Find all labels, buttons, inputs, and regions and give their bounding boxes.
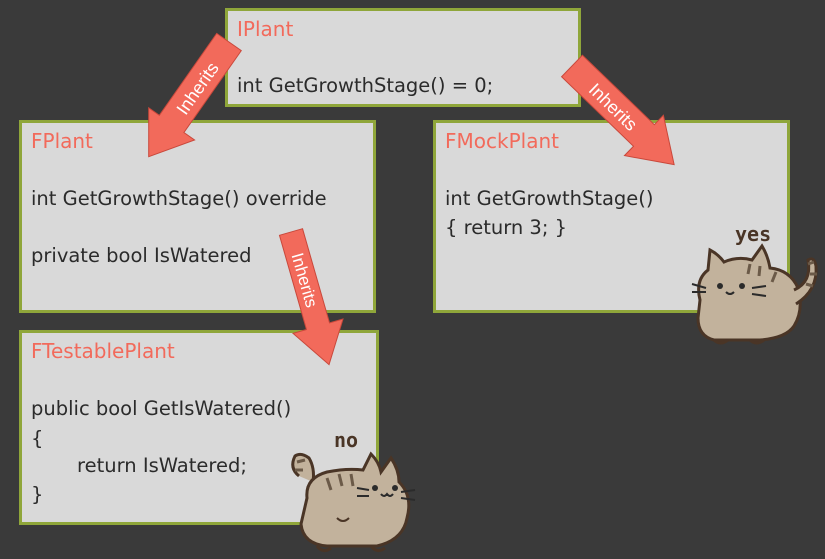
fplant-field: private bool IsWatered	[31, 244, 252, 267]
ftestableplant-open-brace: {	[31, 427, 44, 450]
fplant-title: FPlant	[31, 129, 93, 153]
pusheen-cat-icon	[291, 451, 416, 553]
arrow-iplant-to-fmockplant: Inherits	[560, 54, 675, 166]
ftestableplant-title: FTestablePlant	[31, 339, 175, 363]
arrow-iplant-to-fplant: Inherits	[148, 32, 242, 158]
fmockplant-title: FMockPlant	[445, 129, 559, 153]
iplant-method: int GetGrowthStage() = 0;	[237, 74, 494, 97]
ftestableplant-method: public bool GetIsWatered()	[31, 397, 292, 420]
pusheen-cat-icon	[691, 243, 818, 345]
iplant-box: IPlant int GetGrowthStage() = 0;	[225, 8, 581, 107]
cat-yes-label: yes	[735, 222, 772, 246]
iplant-title: IPlant	[237, 17, 294, 41]
fmockplant-body: { return 3; }	[445, 216, 568, 239]
fmockplant-method: int GetGrowthStage()	[445, 187, 654, 210]
cat-no-label: no	[334, 428, 359, 452]
ftestableplant-return: return IsWatered;	[77, 454, 247, 477]
arrow-fplant-to-ftestableplant: Inherits	[278, 228, 344, 366]
ftestableplant-close-brace: }	[31, 483, 44, 506]
fplant-method: int GetGrowthStage() override	[31, 187, 327, 210]
